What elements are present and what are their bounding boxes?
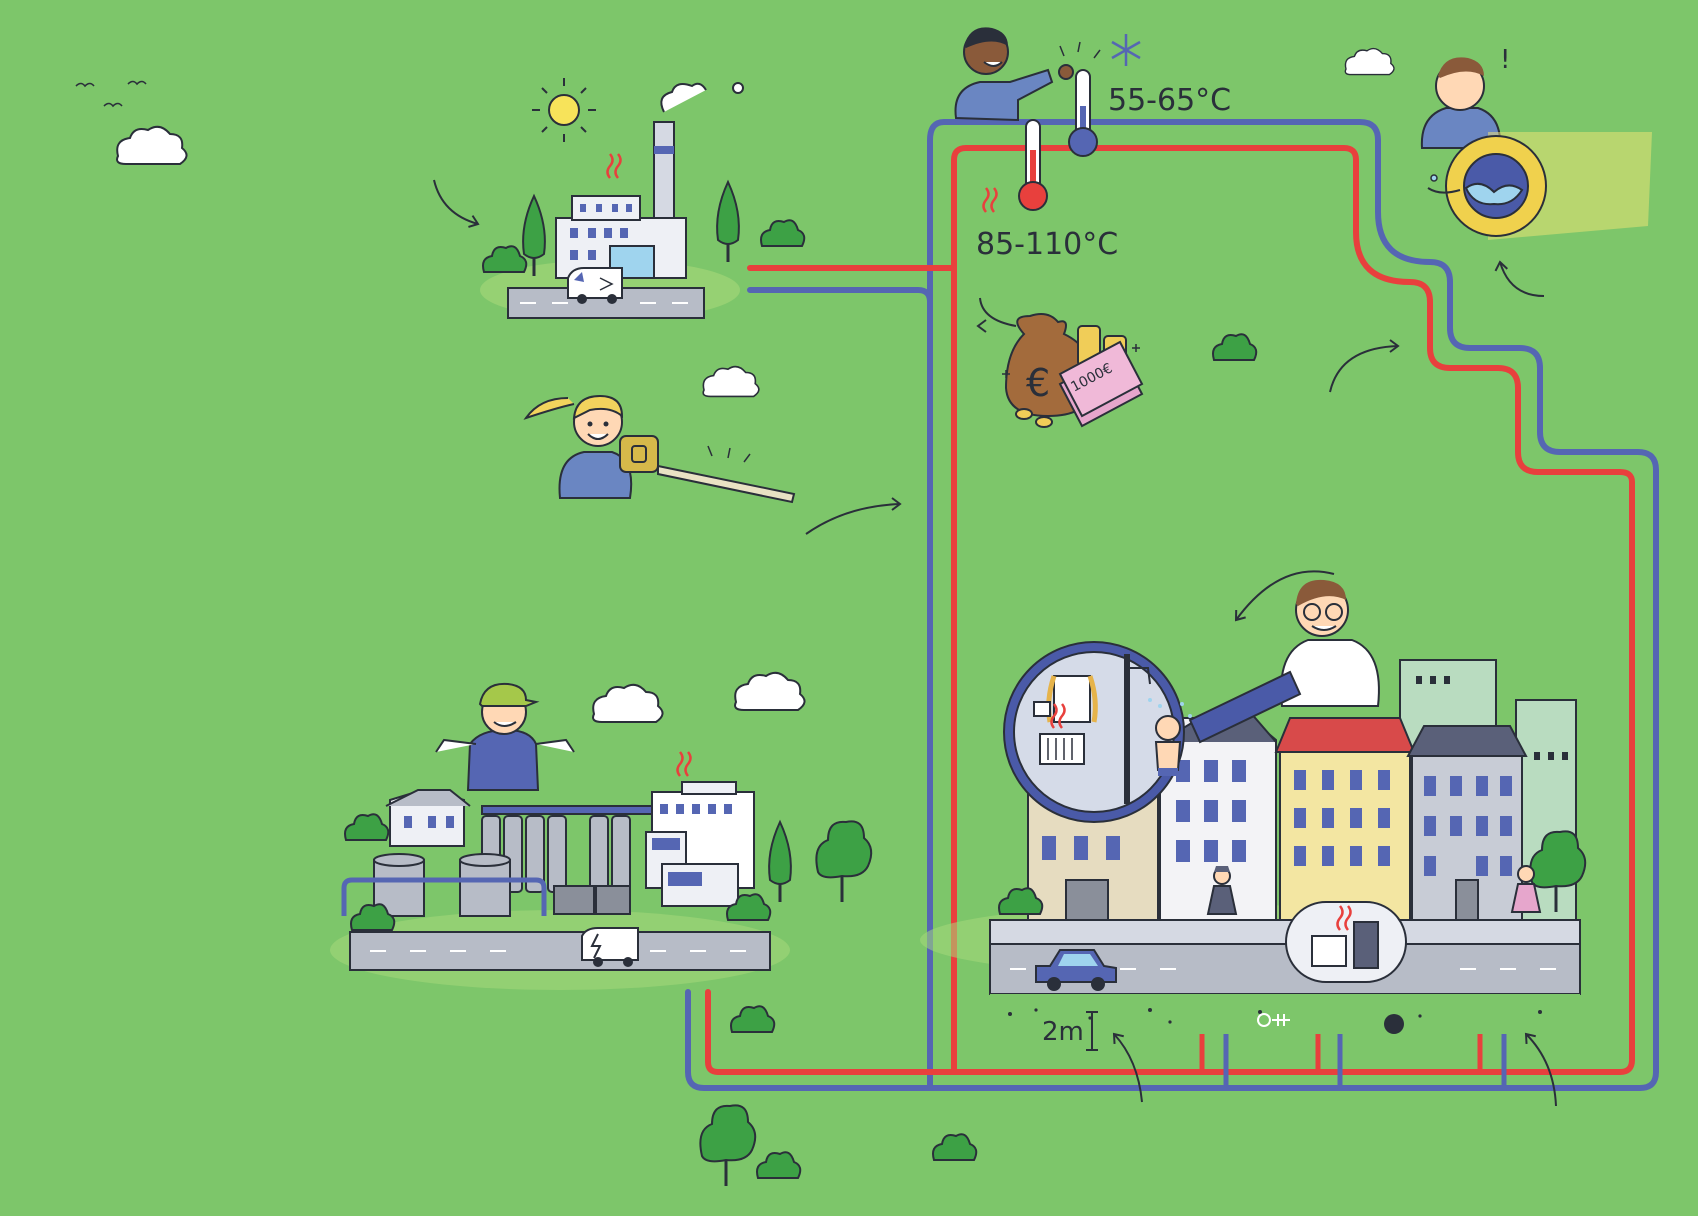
hot-temperature-label: 85-110°C xyxy=(976,227,1118,262)
manhole xyxy=(1384,1014,1404,1034)
cloud xyxy=(117,127,187,164)
tree xyxy=(700,1105,755,1186)
delivery-van xyxy=(568,268,622,304)
bush xyxy=(933,1134,976,1160)
depth-label: 2m xyxy=(1042,1017,1084,1047)
worker-with-cap xyxy=(436,684,574,790)
heat-exchanger-station xyxy=(1286,902,1406,982)
bush xyxy=(757,1152,800,1178)
engineer-with-tape-measure xyxy=(526,396,900,534)
plant-cold-connection xyxy=(750,290,930,302)
scientist-with-glasses xyxy=(1231,571,1379,706)
cloud xyxy=(1345,49,1394,75)
industrial-plant xyxy=(330,684,871,990)
cloud xyxy=(735,673,805,710)
birds xyxy=(76,82,146,107)
thermometer-cold xyxy=(1060,42,1100,156)
snowflake-icon xyxy=(1112,34,1140,66)
man-at-pipe xyxy=(956,27,1074,120)
power-plant xyxy=(434,78,804,320)
heat-icon xyxy=(984,188,997,212)
cloud xyxy=(593,685,663,722)
euro-symbol: € xyxy=(1026,361,1050,405)
bush xyxy=(731,1006,774,1032)
money-savings: € 1000€ xyxy=(978,298,1142,427)
sun-icon xyxy=(532,78,596,142)
exclamation-mark: ! xyxy=(1500,45,1510,75)
thermometer-hot xyxy=(1019,120,1047,210)
bush xyxy=(1213,334,1256,360)
washing-machine-drum xyxy=(1428,132,1652,296)
cold-temperature-label: 55-65°C xyxy=(1108,83,1231,118)
cloud xyxy=(703,367,759,397)
